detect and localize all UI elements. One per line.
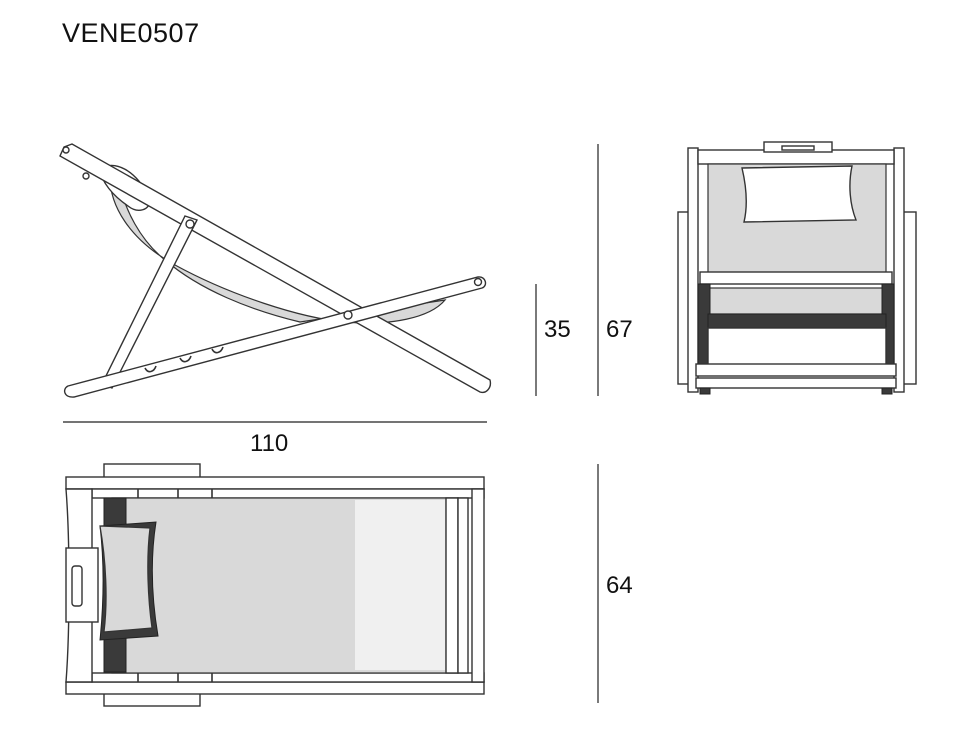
seat-height-label: 35 <box>544 316 571 343</box>
product-code: VENE0507 <box>62 18 200 48</box>
top-view <box>65 463 485 707</box>
width-label: 64 <box>606 572 633 599</box>
total-height-label: 67 <box>606 316 633 343</box>
front-view-pillow <box>741 165 858 223</box>
length-label: 110 <box>250 430 289 457</box>
front-view <box>677 141 917 395</box>
side-view-bottom-rail <box>63 276 487 398</box>
side-view-front-leg <box>101 215 198 389</box>
side-view <box>59 143 492 398</box>
side-view-back-leg <box>59 143 492 394</box>
